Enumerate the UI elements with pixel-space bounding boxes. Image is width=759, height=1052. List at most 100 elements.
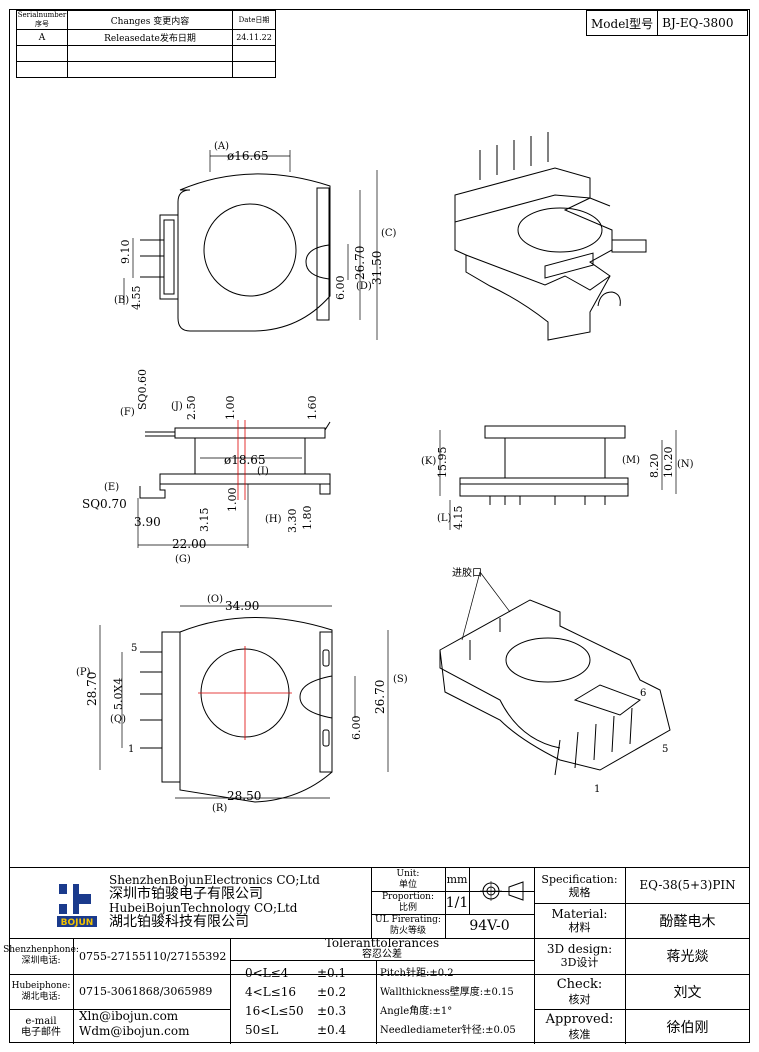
proportion-label: Proportion: <box>381 891 434 902</box>
dim-o-value: 34.90 <box>225 599 259 613</box>
hb-phone-label: Hubeiphone: <box>11 980 71 991</box>
projection-symbol <box>469 868 534 914</box>
iso-callout: 进胶口 <box>452 566 482 579</box>
dim-pitch: 9.10 <box>119 240 132 265</box>
tolerance-range: 50≤L <box>245 1023 279 1037</box>
tolerance-header: Toleranttolerances 容忍公差 <box>230 936 534 960</box>
dim-six-top: 6.00 <box>334 276 347 301</box>
tolerance-ranges: 0<L≤4 4<L≤16 16<L≤50 50≤L <box>245 964 304 1040</box>
ul-value: 94V-0 <box>469 918 510 934</box>
spec-label-cell: Specification: 规格 <box>534 868 625 903</box>
title-block: BOJUN ShenzhenBojunElectronics CO;Ltd 深圳… <box>3 867 750 1044</box>
proportion-value: 1/1 <box>445 894 469 911</box>
dim-k-value: 15.95 <box>436 447 449 479</box>
dim-180: 1.80 <box>301 506 314 531</box>
dim-l-label: (L) <box>437 513 452 524</box>
dim-d-value: 26.70 <box>353 246 367 280</box>
material-label: Material: <box>551 906 608 921</box>
side-view <box>137 420 331 548</box>
dim-m-value: 8.20 <box>648 454 661 479</box>
design-label: 3D design: <box>546 942 613 956</box>
bottom-view <box>99 605 389 803</box>
dim-s-value: 26.70 <box>373 680 387 714</box>
dim-r-label: (R) <box>212 803 227 814</box>
iso-pin-1: 1 <box>594 784 600 795</box>
approved-value: 徐伯刚 <box>666 1019 709 1036</box>
tolerance-value: ±0.2 <box>317 985 347 999</box>
ul-cn: 防火等级 <box>389 926 426 936</box>
dim-l-value: 4.15 <box>452 506 465 531</box>
company-logo: BOJUN <box>57 880 97 928</box>
revision-table: Serialnumber序号 Changes 变更内容 Date日期 A Rel… <box>16 10 276 78</box>
hb-phone-value: 0715-3061868/3065989 <box>79 985 213 998</box>
needle-tolerance: Needlediameter针径:±0.05 <box>380 1025 516 1036</box>
spec-label: Specification: <box>541 872 618 886</box>
dim-m-label: (M) <box>622 455 640 466</box>
tolerance-value: ±0.4 <box>317 1023 347 1037</box>
check-label-cell: Check: 核对 <box>534 974 625 1009</box>
dim-d-label: (D) <box>356 281 372 292</box>
wall-tolerance: Wallthickness壁厚度:±0.15 <box>380 987 514 998</box>
pitch-tolerance: Pitch针距:±0.2 <box>380 968 454 979</box>
dim-b-label: (B) <box>114 295 129 306</box>
hb-phone-cn: 湖北电话: <box>21 991 61 1002</box>
dim-j-value: 2.50 <box>185 396 198 421</box>
dim-f-label: (F) <box>120 407 135 418</box>
dim-f-value: SQ0.60 <box>136 369 149 410</box>
tolerance-range: 16<L≤50 <box>245 1004 304 1018</box>
extra-tolerances: Pitch针距:±0.2 Wallthickness壁厚度:±0.15 Angl… <box>380 964 516 1040</box>
tolerance-cn: 容忍公差 <box>362 949 402 960</box>
email-label-cell: e-mail 电子邮件 <box>9 1009 73 1044</box>
proportion-label-cell: Proportion: 比例 <box>371 891 445 914</box>
tolerance-values: ±0.1 ±0.2 ±0.3 ±0.4 <box>317 964 346 1040</box>
angle-tolerance: Angle角度:±1° <box>380 1006 453 1017</box>
pin-label-1: 1 <box>128 744 134 755</box>
unit-cn: 单位 <box>398 879 417 890</box>
tolerance-range: 4<L≤16 <box>245 985 296 999</box>
sz-phone-label: Shenzhenphone: <box>3 945 79 955</box>
dim-a-value: ø16.65 <box>227 149 269 163</box>
material-cn: 材料 <box>568 920 591 934</box>
email-values: Xln@ibojun.com Wdm@ibojun.com <box>73 1009 230 1044</box>
spec-cn: 规格 <box>568 885 591 899</box>
unit-label-cell: Unit: 单位 <box>371 868 445 891</box>
company-en-2: HubeiBojunTechnology CO;Ltd <box>109 901 298 915</box>
model-label: Model型号 <box>587 11 659 35</box>
tolerance-range: 0<L≤4 <box>245 966 289 980</box>
company-en-1: ShenzhenBojunElectronics CO;Ltd <box>109 873 320 887</box>
dim-a-label: (A) <box>214 141 229 152</box>
model-box: Model型号 BJ-EQ-3800 <box>586 10 748 36</box>
email-1: Xln@ibojun.com <box>79 1009 179 1023</box>
dim-c-label: (C) <box>381 228 397 239</box>
dim-p-label: (P) <box>76 667 91 678</box>
dim-i-label: (I) <box>257 466 269 477</box>
hb-phone-label-cell: Hubeiphone: 湖北电话: <box>9 974 73 1009</box>
rev-row-date <box>232 61 276 78</box>
design-label-cell: 3D design: 3D设计 <box>534 938 625 974</box>
dim-six-bottom: 6.00 <box>350 716 363 741</box>
ul-label-cell: UL Firerating: 防火等级 <box>371 914 445 938</box>
check-label: Check: <box>556 976 603 992</box>
tolerance-value: ±0.3 <box>317 1004 347 1018</box>
dim-p-value: 28.70 <box>85 672 99 706</box>
ul-label: UL Firerating: <box>375 915 441 925</box>
tolerance-title: Toleranttolerances <box>324 936 440 950</box>
dim-q-value: 5.0X4 <box>112 678 125 710</box>
design-value: 蒋光燚 <box>666 949 709 965</box>
approved-label: Approved: <box>545 1011 614 1027</box>
dim-s-label: (S) <box>393 674 408 685</box>
unit-value: mm <box>446 873 468 886</box>
approved-label-cell: Approved: 核准 <box>534 1009 625 1044</box>
dim-e-label: (E) <box>104 482 119 493</box>
dim-g-value: 22.00 <box>172 537 206 551</box>
dim-e-value: SQ0.70 <box>82 497 127 511</box>
sheet-frame <box>9 9 750 1043</box>
spec-value: EQ-38(5+3)PIN <box>639 878 736 892</box>
dim-right-160: 1.60 <box>306 396 319 421</box>
check-value: 刘文 <box>673 984 702 1001</box>
dim-top-100: 1.00 <box>224 396 237 421</box>
email-2: Wdm@ibojun.com <box>79 1024 190 1038</box>
model-value: BJ-EQ-3800 <box>662 16 734 30</box>
dim-315: 3.15 <box>198 508 211 533</box>
check-cn: 核对 <box>568 992 591 1006</box>
